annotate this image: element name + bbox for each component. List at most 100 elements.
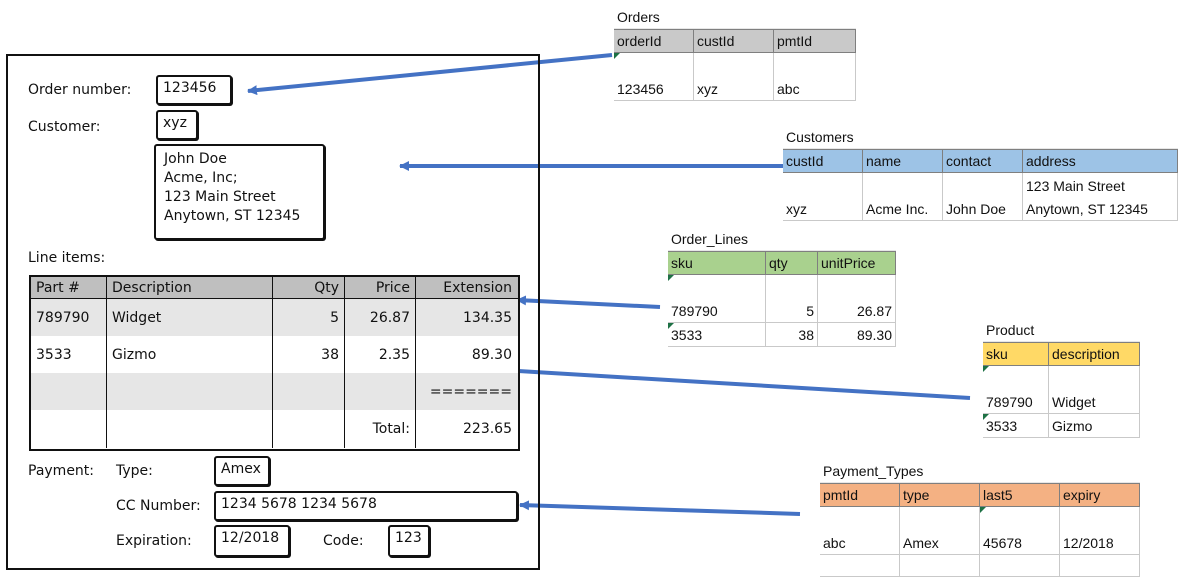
cc-number-box: 1234 5678 1234 5678 bbox=[214, 491, 518, 521]
empty-cell bbox=[272, 410, 344, 448]
expiration-box: 12/2018 bbox=[214, 525, 290, 557]
expiration-label: Expiration: bbox=[116, 533, 192, 549]
customers-title: Customers bbox=[783, 125, 1178, 149]
qty-cell: 5 bbox=[272, 299, 344, 336]
orders-header-orderid: orderId bbox=[614, 29, 694, 53]
payment-label: Payment: bbox=[28, 463, 95, 479]
line-items-header-row: Part # Description Qty Price Extension bbox=[31, 277, 518, 299]
empty-cell bbox=[820, 555, 900, 577]
product-cell: 789790 bbox=[983, 366, 1049, 414]
empty-cell bbox=[31, 373, 106, 410]
empty-cell bbox=[1060, 555, 1140, 577]
empty-cell bbox=[31, 410, 106, 448]
extension-cell: 89.30 bbox=[415, 336, 517, 373]
empty-cell bbox=[106, 373, 272, 410]
extension-cell: 134.35 bbox=[415, 299, 517, 336]
header-qty: Qty bbox=[272, 277, 344, 298]
product-cell: Widget bbox=[1049, 366, 1140, 414]
empty-cell bbox=[106, 410, 272, 448]
customer-id-box: xyz bbox=[156, 110, 198, 140]
customers-header-contact: contact bbox=[943, 149, 1023, 173]
orders-cell: abc bbox=[774, 53, 856, 101]
comment-marker-icon bbox=[614, 53, 620, 59]
payment-header-last5: last5 bbox=[980, 483, 1060, 507]
payment-cell: 45678 bbox=[980, 507, 1060, 555]
cc-number-label: CC Number: bbox=[116, 498, 201, 514]
order-lines-cell: 3533 bbox=[668, 323, 766, 347]
orders-cell: 123456 bbox=[614, 53, 694, 101]
arrow-order-lines-to-line-items bbox=[516, 295, 661, 309]
empty-cell bbox=[980, 555, 1060, 577]
line-items-label: Line items: bbox=[28, 250, 106, 266]
order-number-box: 123456 bbox=[156, 75, 232, 105]
total-label: Total: bbox=[344, 410, 415, 448]
table-row: 789790 Widget 5 26.87 134.35 bbox=[31, 299, 518, 336]
payment-cell: abc bbox=[820, 507, 900, 555]
order-lines-header-sku: sku bbox=[668, 251, 766, 275]
price-cell: 26.87 bbox=[344, 299, 415, 336]
header-extension: Extension bbox=[415, 277, 517, 298]
address-line-1: 123 Main Street bbox=[1026, 178, 1125, 194]
comment-marker-icon bbox=[668, 323, 674, 329]
order-lines-cell: 789790 bbox=[668, 275, 766, 323]
order-lines-header-qty: qty bbox=[766, 251, 818, 275]
part-cell: 3533 bbox=[36, 346, 72, 363]
customers-header-address: address bbox=[1023, 149, 1178, 173]
product-title: Product bbox=[983, 318, 1140, 342]
header-description: Description bbox=[106, 277, 272, 298]
order-number-label: Order number: bbox=[28, 82, 132, 98]
comment-marker-icon bbox=[668, 275, 674, 281]
customers-cell: Acme Inc. bbox=[863, 173, 943, 221]
total-value: 223.65 bbox=[415, 410, 517, 448]
table-row: ======= bbox=[31, 373, 518, 410]
customer-label: Customer: bbox=[28, 119, 101, 135]
separator-cell: ======= bbox=[415, 373, 517, 410]
product-header-description: description bbox=[1049, 342, 1140, 366]
customers-cell: John Doe bbox=[943, 173, 1023, 221]
product-header-sku: sku bbox=[983, 342, 1049, 366]
orders-header-custid: custId bbox=[694, 29, 774, 53]
address-line: John Doe bbox=[164, 151, 227, 167]
product-cell: Gizmo bbox=[1049, 414, 1140, 438]
empty-cell bbox=[272, 373, 344, 410]
order-lines-header-unitprice: unitPrice bbox=[818, 251, 896, 275]
description-cell: Widget bbox=[106, 299, 272, 336]
orders-title: Orders bbox=[614, 5, 856, 29]
payment-cell: Amex bbox=[900, 507, 980, 555]
arrow-orders-to-order-number bbox=[247, 53, 613, 96]
part-cell: 789790 bbox=[36, 309, 90, 326]
orders-header-pmtid: pmtId bbox=[774, 29, 856, 53]
empty-cell bbox=[900, 555, 980, 577]
empty-cell bbox=[344, 373, 415, 410]
order-lines-cell: 26.87 bbox=[818, 275, 896, 323]
type-box: Amex bbox=[214, 456, 270, 486]
order-lines-title: Order_Lines bbox=[668, 227, 896, 251]
description-cell: Gizmo bbox=[106, 336, 272, 373]
payment-header-pmtid: pmtId bbox=[820, 483, 900, 507]
code-box: 123 bbox=[388, 525, 430, 557]
arrow-payment-to-cc bbox=[519, 500, 801, 516]
address-line: 123 Main Street bbox=[164, 189, 276, 205]
order-lines-cell: 5 bbox=[766, 275, 818, 323]
header-price: Price bbox=[344, 277, 415, 298]
address-line: Anytown, ST 12345 bbox=[164, 208, 301, 224]
comment-marker-icon bbox=[980, 507, 986, 513]
product-cell: 3533 bbox=[983, 414, 1049, 438]
payment-header-expiry: expiry bbox=[1060, 483, 1140, 507]
table-row: Total: 223.65 bbox=[31, 410, 518, 448]
header-part: Part # bbox=[36, 279, 80, 296]
order-form-mockup: Order number: 123456 Customer: xyz John … bbox=[6, 54, 540, 570]
customers-header-custid: custId bbox=[783, 149, 863, 173]
customer-address-box: John Doe Acme, Inc; 123 Main Street Anyt… bbox=[154, 144, 325, 240]
comment-marker-icon bbox=[983, 366, 989, 372]
line-items-table: Part # Description Qty Price Extension 7… bbox=[29, 275, 520, 451]
price-cell: 2.35 bbox=[344, 336, 415, 373]
order-lines-cell: 89.30 bbox=[818, 323, 896, 347]
address-line-2: Anytown, ST 12345 bbox=[1026, 201, 1148, 217]
payment-types-title: Payment_Types bbox=[820, 459, 1140, 483]
payment-cell: 12/2018 bbox=[1060, 507, 1140, 555]
address-line: Acme, Inc; bbox=[164, 170, 238, 186]
customers-header-name: name bbox=[863, 149, 943, 173]
customers-cell: xyz bbox=[783, 173, 863, 221]
order-lines-cell: 38 bbox=[766, 323, 818, 347]
